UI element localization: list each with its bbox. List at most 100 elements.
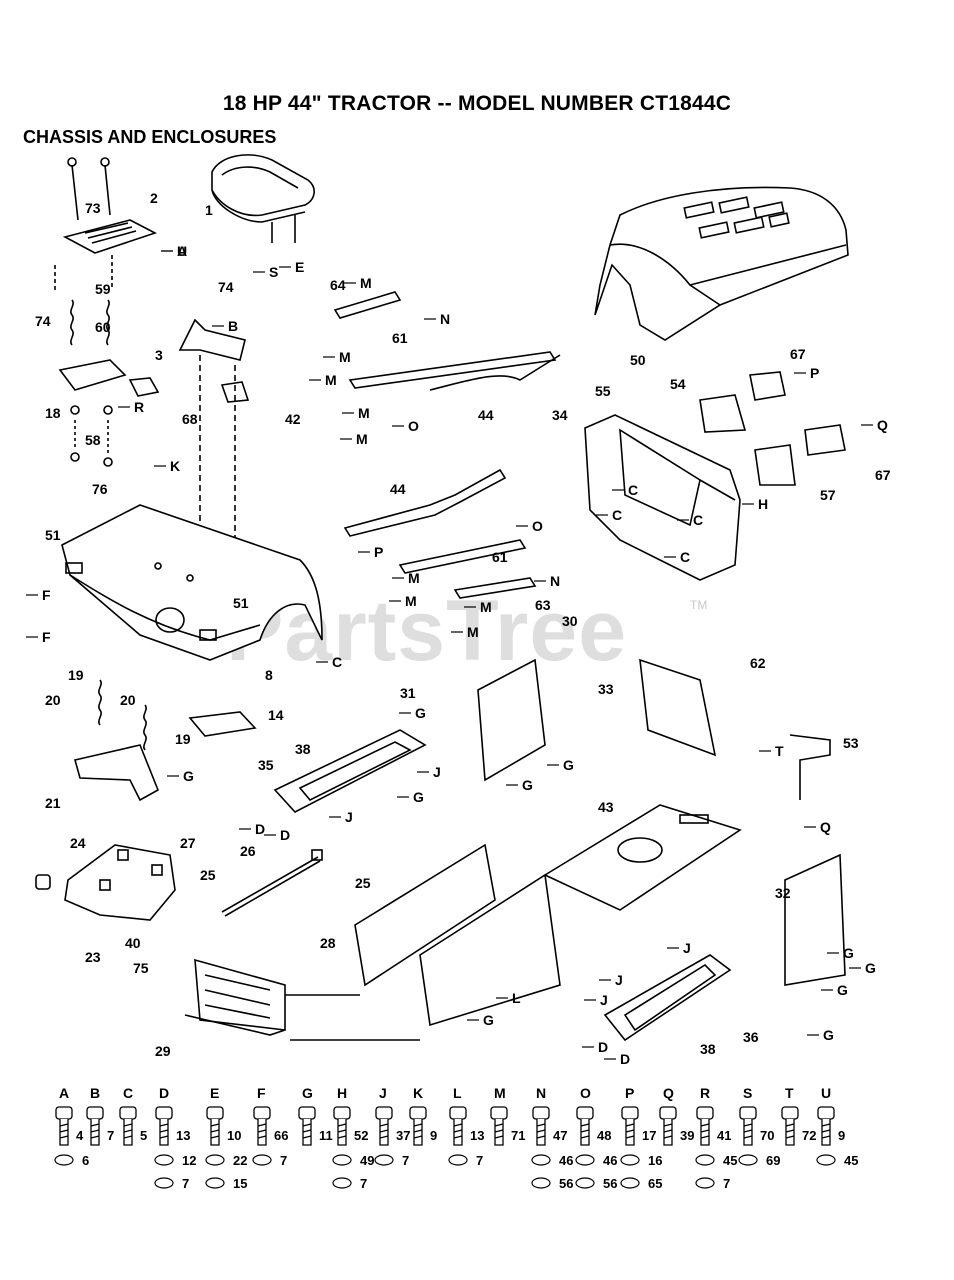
reference-letter-G: G xyxy=(522,777,533,793)
washer-icon xyxy=(154,1154,174,1166)
reference-letter-N: N xyxy=(440,311,450,327)
reference-letter-M: M xyxy=(480,599,492,615)
hardware-letter: J xyxy=(379,1085,387,1101)
part-callout-19: 19 xyxy=(68,667,84,683)
hardware-letter: S xyxy=(743,1085,752,1101)
reference-letter-T: T xyxy=(775,743,784,759)
part-callout-28: 28 xyxy=(320,935,336,951)
washer-icon xyxy=(332,1177,352,1189)
part-callout-24: 24 xyxy=(70,835,86,851)
part-callout-19: 19 xyxy=(175,731,191,747)
part-callout-25: 25 xyxy=(355,875,371,891)
front-mount-plate xyxy=(35,844,176,921)
hardware-part-number: 66 xyxy=(274,1128,288,1143)
fastener-icon xyxy=(206,1106,224,1146)
part-callout-54: 54 xyxy=(670,376,686,392)
hardware-part-number: 45 xyxy=(844,1153,858,1168)
reference-letter-B: B xyxy=(228,318,238,334)
reference-letter-F: F xyxy=(42,587,51,603)
support-rails xyxy=(333,291,561,599)
reference-letter-G: G xyxy=(563,757,574,773)
seat-part xyxy=(211,154,315,243)
reference-letter-L: L xyxy=(512,990,521,1006)
hardware-part-number: 4 xyxy=(76,1128,84,1143)
washer-icon xyxy=(695,1154,715,1166)
part-callout-62: 62 xyxy=(750,655,766,671)
reference-letter-M: M xyxy=(339,349,351,365)
part-callout-32: 32 xyxy=(775,885,791,901)
fastener-icon xyxy=(253,1106,271,1146)
washer-icon xyxy=(620,1154,640,1166)
reference-letter-J: J xyxy=(345,809,353,825)
part-callout-43: 43 xyxy=(598,799,614,815)
hardware-column-C: C5 xyxy=(119,1085,147,1146)
reference-letter-D: D xyxy=(255,821,265,837)
reference-letter-D: D xyxy=(598,1039,608,1055)
fastener-icon xyxy=(696,1106,714,1146)
hardware-letter: H xyxy=(337,1085,347,1101)
reference-letter-K: K xyxy=(170,458,180,474)
washer-icon xyxy=(738,1154,758,1166)
hardware-letter: N xyxy=(536,1085,546,1101)
fastener-icon xyxy=(576,1106,594,1146)
main-frame xyxy=(285,804,742,1041)
part-callout-21: 21 xyxy=(45,795,61,811)
hardware-part-number: 5 xyxy=(140,1128,147,1143)
reference-letter-J: J xyxy=(683,940,691,956)
reference-letter-G: G xyxy=(413,789,424,805)
fastener-icon xyxy=(155,1106,173,1146)
reference-letter-U: U xyxy=(177,243,187,259)
washer-icon xyxy=(620,1177,640,1189)
fastener-icon xyxy=(55,1106,73,1146)
tie-rod xyxy=(221,849,323,917)
hardware-letter: T xyxy=(785,1085,794,1101)
part-callout-38: 38 xyxy=(700,1041,716,1057)
part-callout-40: 40 xyxy=(125,935,141,951)
part-callout-30: 30 xyxy=(562,613,578,629)
washer-icon xyxy=(575,1154,595,1166)
part-callout-60: 60 xyxy=(95,319,111,335)
fastener-icon xyxy=(333,1106,351,1146)
reference-letter-Q: Q xyxy=(820,819,831,835)
hardware-part-number: 65 xyxy=(648,1176,662,1191)
part-callout-51: 51 xyxy=(233,595,249,611)
hardware-part-number: 22 xyxy=(233,1153,247,1168)
hardware-letter: K xyxy=(413,1085,423,1101)
reference-letter-M: M xyxy=(356,431,368,447)
part-callout-26: 26 xyxy=(240,843,256,859)
reference-letter-H: H xyxy=(758,496,768,512)
reference-letter-G: G xyxy=(823,1027,834,1043)
reference-letter-E: E xyxy=(295,259,304,275)
hardware-letter: A xyxy=(59,1085,69,1101)
reference-letter-G: G xyxy=(183,768,194,784)
hardware-part-number: 47 xyxy=(553,1128,567,1143)
reference-letter-A: A xyxy=(177,243,187,259)
hardware-letter: D xyxy=(159,1085,169,1101)
leader-lines xyxy=(26,250,873,1060)
fastener-icon xyxy=(659,1106,677,1146)
reference-letter-S: S xyxy=(269,264,278,280)
reference-letter-M: M xyxy=(358,405,370,421)
hardware-letter: O xyxy=(580,1085,591,1101)
hardware-column-M: M71 xyxy=(490,1085,525,1146)
part-callout-74: 74 xyxy=(218,279,234,295)
reference-letter-G: G xyxy=(865,960,876,976)
part-callout-20: 20 xyxy=(45,692,61,708)
washer-icon xyxy=(695,1177,715,1189)
spring-mount-assembly xyxy=(74,679,257,802)
part-callout-2: 2 xyxy=(150,190,158,206)
reference-letter-F: F xyxy=(42,629,51,645)
hardware-part-number: 48 xyxy=(597,1128,611,1143)
washer-icon xyxy=(252,1154,272,1166)
hardware-column-A: A46 xyxy=(54,1085,89,1168)
reference-letter-J: J xyxy=(433,764,441,780)
part-callout-53: 53 xyxy=(843,735,859,751)
washer-icon xyxy=(154,1177,174,1189)
